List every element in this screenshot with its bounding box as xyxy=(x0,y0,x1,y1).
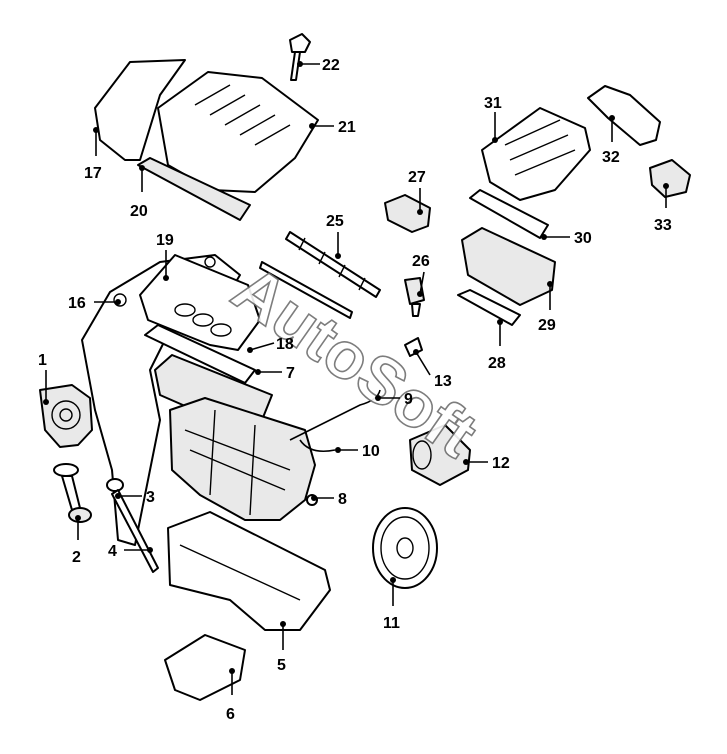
part-throttle-body xyxy=(649,159,691,198)
part-intake-gasket xyxy=(469,189,549,239)
callout-number-26: 26 xyxy=(412,253,430,270)
callout-number-29: 29 xyxy=(538,317,556,334)
callout-22: 22 xyxy=(297,57,340,74)
callout-number-18: 18 xyxy=(276,336,294,353)
callout-number-25: 25 xyxy=(326,213,344,230)
part-lower-gasket xyxy=(457,289,521,326)
callout-9: 9 xyxy=(375,391,413,408)
callout-number-9: 9 xyxy=(404,391,413,408)
callout-20: 20 xyxy=(130,165,148,220)
part-starter xyxy=(409,424,471,486)
callout-number-3: 3 xyxy=(146,489,155,506)
callout-number-20: 20 xyxy=(130,203,148,220)
callout-number-28: 28 xyxy=(488,355,506,372)
part-fuel-line xyxy=(259,261,353,319)
callout-17: 17 xyxy=(84,127,102,182)
callout-12: 12 xyxy=(463,455,510,472)
part-cover-gasket xyxy=(144,324,256,384)
callout-number-10: 10 xyxy=(362,443,380,460)
part-cover-bolt xyxy=(289,33,311,81)
callout-18: 18 xyxy=(247,336,294,353)
callout-number-16: 16 xyxy=(68,295,86,312)
callout-4: 4 xyxy=(108,543,153,560)
callout-8: 8 xyxy=(311,491,347,508)
callout-number-8: 8 xyxy=(338,491,347,508)
callout-1: 1 xyxy=(38,352,49,405)
callout-number-2: 2 xyxy=(72,549,81,566)
callout-27: 27 xyxy=(408,169,426,215)
callout-number-31: 31 xyxy=(484,95,502,112)
part-coolant-hose xyxy=(299,439,336,453)
part-cover-seal xyxy=(137,157,251,221)
callout-number-1: 1 xyxy=(38,352,47,369)
callout-number-12: 12 xyxy=(492,455,510,472)
callout-31: 31 xyxy=(484,95,502,143)
callout-number-33: 33 xyxy=(654,217,672,234)
callout-16: 16 xyxy=(68,295,121,312)
callout-26: 26 xyxy=(412,253,430,297)
callout-number-4: 4 xyxy=(108,543,117,560)
callout-13: 13 xyxy=(413,349,452,390)
callout-number-11: 11 xyxy=(383,615,400,632)
callout-28: 28 xyxy=(488,319,506,372)
part-oil-baffle xyxy=(164,634,246,701)
part-engine-block xyxy=(169,397,316,521)
callout-number-27: 27 xyxy=(408,169,426,186)
part-intake-elbow xyxy=(587,85,661,146)
part-flywheel xyxy=(372,507,438,589)
callout-10: 10 xyxy=(335,443,380,460)
part-fuel-rail xyxy=(285,231,381,298)
part-belt-cover xyxy=(94,59,186,161)
callout-33: 33 xyxy=(654,183,672,234)
callout-32: 32 xyxy=(602,115,620,166)
callout-number-22: 22 xyxy=(322,57,340,74)
callout-number-7: 7 xyxy=(286,365,295,382)
callout-7: 7 xyxy=(255,365,295,382)
part-dipstick xyxy=(106,478,159,573)
callout-30: 30 xyxy=(541,230,592,247)
part-oil-strainer xyxy=(53,463,92,523)
callout-number-17: 17 xyxy=(84,165,102,182)
callout-29: 29 xyxy=(538,281,556,334)
callout-11: 11 xyxy=(383,577,400,632)
callout-21: 21 xyxy=(309,119,356,136)
callout-2: 2 xyxy=(72,515,81,566)
callout-number-6: 6 xyxy=(226,706,235,723)
callout-25: 25 xyxy=(326,213,344,259)
part-sensor xyxy=(404,277,425,317)
callout-6: 6 xyxy=(226,668,235,723)
part-oil-pump xyxy=(39,384,93,448)
part-oil-pan xyxy=(167,511,331,631)
callout-3: 3 xyxy=(115,489,155,506)
part-intake-manifold xyxy=(481,107,591,201)
callout-number-21: 21 xyxy=(338,119,356,136)
part-lower-manifold xyxy=(461,227,556,306)
callout-number-30: 30 xyxy=(574,230,592,247)
callout-number-32: 32 xyxy=(602,149,620,166)
callout-number-13: 13 xyxy=(434,373,452,390)
callout-number-19: 19 xyxy=(156,232,174,249)
callout-19: 19 xyxy=(156,232,174,281)
callout-5: 5 xyxy=(277,621,286,674)
callout-number-5: 5 xyxy=(277,657,286,674)
part-map-sensor xyxy=(384,194,431,233)
